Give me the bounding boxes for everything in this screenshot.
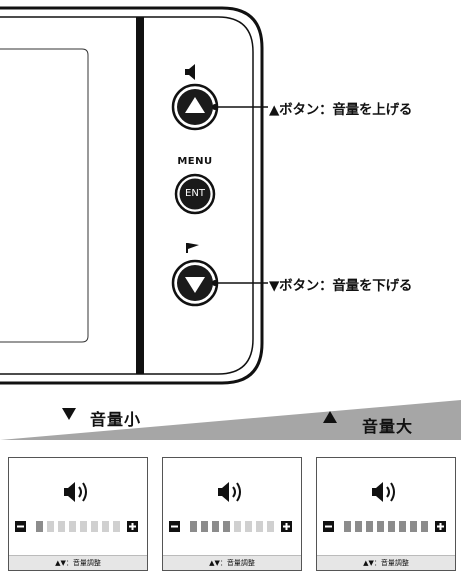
minus-icon <box>323 521 334 532</box>
down-button-callout: ▼ボタン：音量を下げる <box>269 278 413 294</box>
volume-bar <box>69 521 76 532</box>
volume-bars <box>190 521 274 532</box>
volume-up-button <box>171 83 219 131</box>
volume-bar <box>377 521 384 532</box>
volume-high-arrow-icon <box>323 411 337 423</box>
volume-bar <box>223 521 230 532</box>
volume-bar <box>234 521 241 532</box>
device-inner-bezel <box>0 16 254 375</box>
device-illustration <box>0 6 268 385</box>
speaker-icon <box>218 482 241 502</box>
volume-bar <box>80 521 87 532</box>
volume-bars <box>344 521 428 532</box>
volume-bar <box>388 521 395 532</box>
device-outer-bezel <box>0 6 264 385</box>
volume-bar <box>366 521 373 532</box>
screen-graphic <box>15 482 138 532</box>
volume-bar <box>256 521 263 532</box>
speaker-small-icon <box>185 64 195 80</box>
volume-bar <box>91 521 98 532</box>
volume-bar <box>344 521 351 532</box>
up-arrow-icon <box>185 97 205 113</box>
minus-icon <box>15 521 26 532</box>
speaker-icon <box>64 482 87 502</box>
plus-icon <box>435 521 446 532</box>
volume-bar <box>267 521 274 532</box>
volume-bar <box>355 521 362 532</box>
volume-high-label: 音量大 <box>362 417 414 436</box>
volume-screen-3: ▲▼：音量調整 <box>316 457 456 571</box>
device-divider <box>136 17 144 374</box>
volume-bar <box>190 521 197 532</box>
volume-bar <box>113 521 120 532</box>
volume-screen-2: ▲▼：音量調整 <box>162 457 302 571</box>
volume-screen-1: ▲▼：音量調整 <box>8 457 148 571</box>
volume-bar <box>410 521 417 532</box>
volume-bar <box>399 521 406 532</box>
device-screen-outline <box>0 48 89 343</box>
volume-bar <box>212 521 219 532</box>
up-leader-dot <box>212 104 218 110</box>
volume-low-label: 音量小 <box>90 410 142 429</box>
screen-graphic <box>323 482 446 532</box>
plus-icon <box>281 521 292 532</box>
speaker-icon <box>372 482 395 502</box>
volume-bar <box>36 521 43 532</box>
volume-bar <box>58 521 65 532</box>
volume-bar <box>47 521 54 532</box>
volume-bar <box>201 521 208 532</box>
screen-footer: ▲▼：音量調整 <box>317 555 455 570</box>
down-leader-dot <box>212 280 218 286</box>
flag-icon <box>186 243 199 253</box>
down-arrow-icon <box>185 277 205 293</box>
volume-down-button <box>171 259 219 307</box>
minus-icon <box>169 521 180 532</box>
screen-footer: ▲▼：音量調整 <box>163 555 301 570</box>
volume-low-arrow-icon <box>62 408 76 420</box>
screen-footer: ▲▼：音量調整 <box>9 555 147 570</box>
volume-bar <box>245 521 252 532</box>
volume-bar <box>102 521 109 532</box>
menu-label: MENU <box>177 156 213 167</box>
volume-bar <box>421 521 428 532</box>
volume-bars <box>36 521 120 532</box>
enter-button-label: ENT <box>185 188 205 199</box>
enter-button-graphic <box>174 173 216 215</box>
screen-graphic <box>169 482 292 532</box>
plus-icon <box>127 521 138 532</box>
up-button-callout: ▲ボタン：音量を上げる <box>269 102 413 118</box>
volume-wedge <box>0 400 461 440</box>
